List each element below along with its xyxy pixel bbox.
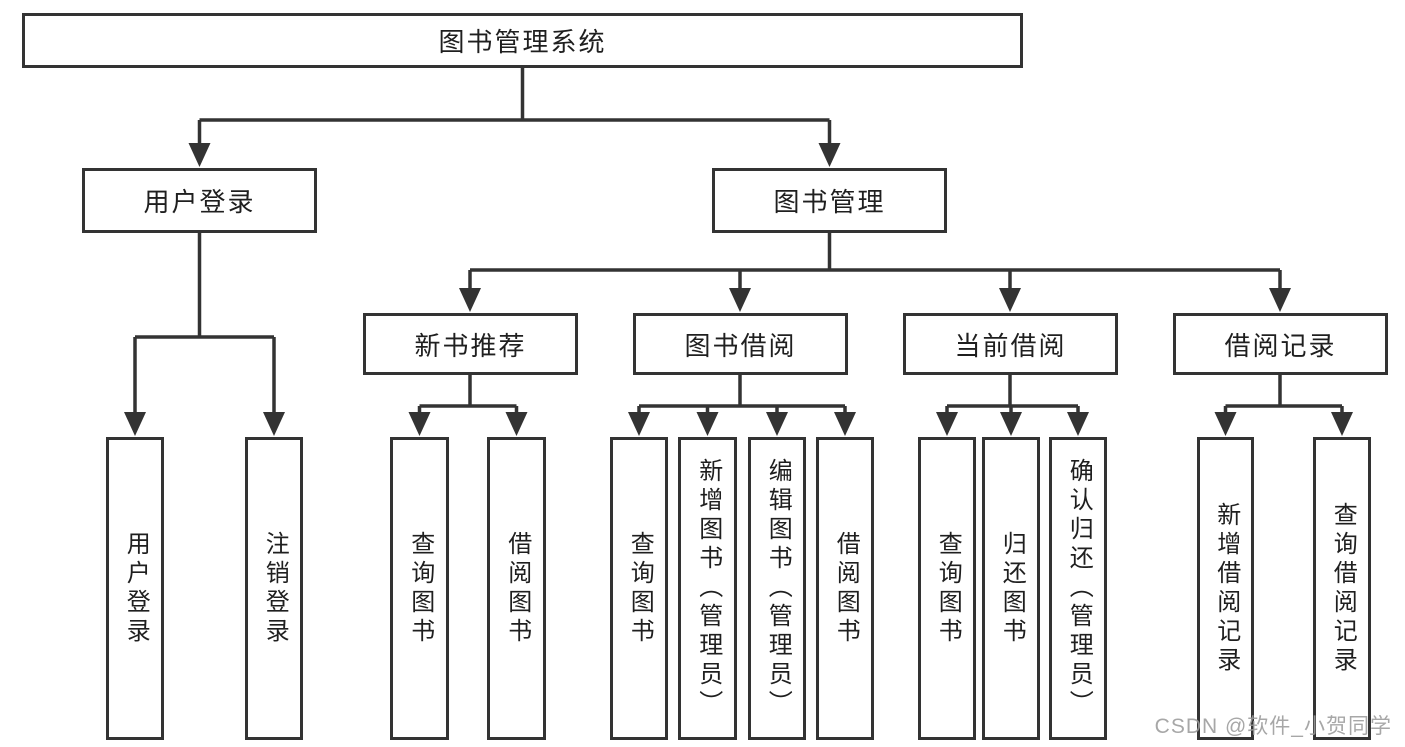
arrow-down-icon — [696, 412, 719, 436]
leaf-label: 注销登录 — [261, 530, 289, 647]
watermark: CSDN @软件_小贺同学 — [1154, 715, 1392, 738]
arrow-down-icon — [459, 288, 481, 312]
arrow-down-icon — [263, 412, 285, 436]
leaf-label: 查询图书 — [626, 530, 654, 647]
arrow-down-icon — [505, 412, 528, 436]
leaf-edit-book-admin: 编辑图书（管理员） — [748, 437, 806, 740]
arrow-down-icon — [1214, 412, 1237, 436]
node-current-borrowing: 当前借阅 — [903, 313, 1118, 375]
leaf-borrow-books-recommend: 借阅图书 — [487, 437, 546, 740]
node-user-login: 用户登录 — [82, 168, 317, 233]
leaf-label: 新增借阅记录 — [1212, 501, 1240, 676]
arrow-down-icon — [628, 412, 650, 436]
leaf-label: 归还图书 — [998, 530, 1026, 647]
leaf-label: 借阅图书 — [503, 530, 531, 647]
connector-root-to-level2 — [197, 68, 832, 146]
connector-new-book-recommend-to-leaves — [417, 375, 519, 414]
node-label: 图书借阅 — [684, 330, 797, 361]
leaf-logout: 注销登录 — [245, 437, 303, 740]
leaf-label: 新增图书（管理员） — [694, 458, 722, 719]
node-new-book-recommendation: 新书推荐 — [363, 313, 578, 375]
leaf-add-borrow-record: 新增借阅记录 — [1197, 437, 1254, 740]
leaf-label: 用户登录 — [122, 530, 150, 647]
leaf-label: 确认归还（管理员） — [1065, 458, 1093, 719]
arrow-down-icon — [1269, 288, 1291, 312]
arrow-down-icon — [408, 412, 431, 436]
leaf-search-borrow-record: 查询借阅记录 — [1313, 437, 1371, 740]
leaf-confirm-return-admin: 确认归还（管理员） — [1049, 437, 1107, 740]
arrow-down-icon — [729, 288, 751, 312]
leaf-add-book-admin: 新增图书（管理员） — [678, 437, 737, 740]
node-label: 借阅记录 — [1224, 330, 1337, 361]
node-label: 当前借阅 — [954, 330, 1067, 361]
node-label: 图书管理 — [773, 187, 886, 217]
leaf-label: 查询图书 — [406, 530, 434, 647]
connector-user-login-to-leaves — [133, 233, 276, 414]
arrow-down-icon — [1331, 412, 1353, 436]
leaf-borrow-books-borrowing: 借阅图书 — [816, 437, 874, 740]
arrow-down-icon — [1067, 412, 1089, 436]
arrow-down-icon — [1000, 412, 1022, 436]
connector-book-management-to-level3 — [468, 233, 1282, 290]
arrow-down-icon — [818, 143, 841, 167]
leaf-user-login: 用户登录 — [106, 437, 164, 740]
node-label: 图书管理系统 — [438, 27, 607, 57]
node-book-borrowing: 图书借阅 — [633, 313, 848, 375]
leaf-return-books: 归还图书 — [982, 437, 1040, 740]
arrow-down-icon — [124, 412, 146, 436]
arrow-down-icon — [188, 143, 211, 167]
arrow-down-icon — [834, 412, 856, 436]
leaf-label: 编辑图书（管理员） — [764, 458, 792, 719]
node-label: 用户登录 — [143, 187, 256, 217]
connector-book-borrowing-to-leaves — [637, 375, 847, 414]
node-library-management-system: 图书管理系统 — [22, 13, 1023, 68]
leaf-label: 查询借阅记录 — [1329, 501, 1357, 676]
leaf-label: 借阅图书 — [832, 530, 860, 647]
leaf-search-books-current: 查询图书 — [918, 437, 976, 740]
leaf-search-books-recommend: 查询图书 — [390, 437, 449, 740]
node-book-management: 图书管理 — [712, 168, 947, 233]
arrowheads — [124, 143, 1353, 436]
arrow-down-icon — [999, 288, 1021, 312]
arrow-down-icon — [936, 412, 958, 436]
leaf-label: 查询图书 — [934, 530, 962, 647]
connector-borrow-records-to-leaves — [1223, 375, 1344, 414]
connector-current-borrowing-to-leaves — [945, 375, 1080, 414]
node-label: 新书推荐 — [414, 330, 527, 361]
leaf-search-books-borrowing: 查询图书 — [610, 437, 668, 740]
node-borrowing-records: 借阅记录 — [1173, 313, 1388, 375]
arrow-down-icon — [766, 412, 788, 436]
